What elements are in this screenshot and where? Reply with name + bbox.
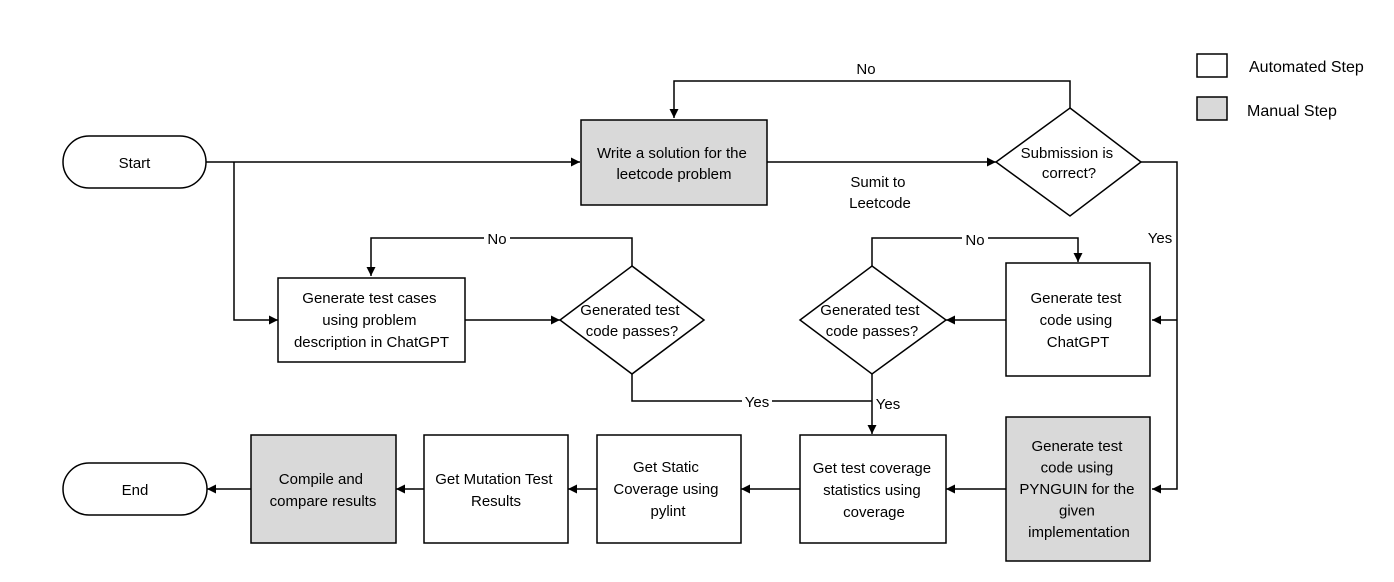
node-submission-correct: Submission is correct? [994,107,1143,217]
edge-labels: No Sumit to Leetcode Yes No No Yes Yes [484,60,1172,413]
label-yes-passes-left: Yes [745,394,769,411]
node-write-solution: Write a solution for the leetcode proble… [580,119,768,206]
node-submission-correct-label: Submission is correct? [1021,145,1118,182]
node-passes-left-label: Generated test code passes? [580,302,683,340]
legend-manual-label: Manual Step [1247,103,1337,120]
automated-step-box [596,434,742,544]
node-gen-code-chatgpt: Generate test code using ChatGPT [1005,262,1151,377]
terminator-start-shape [62,135,207,189]
decision-diamond [994,107,1143,217]
node-gen-cases-chatgpt-label: Generate test cases using problem descri… [294,290,449,351]
automated-step-box [1005,262,1151,377]
nodes: Start End Write a solution for the leetc… [62,107,1151,562]
node-start-label: Start [119,155,152,172]
node-write-solution-label: Write a solution for the leetcode proble… [597,145,751,183]
manual-step-box [580,119,768,206]
manual-step-box [1005,416,1151,562]
node-mutation-label: Get Mutation Test Results [435,471,556,510]
node-coverage: Get test coverage statistics using cover… [799,434,947,544]
label-no-passes-left: No [487,231,506,248]
automated-step-box [277,277,466,363]
node-gen-cases-chatgpt: Generate test cases using problem descri… [277,277,466,363]
node-end-label: End [122,482,149,499]
edge-passes-left-yes-to-coverage [631,374,872,402]
node-static-coverage: Get Static Coverage using pylint [596,434,742,544]
node-gen-code-chatgpt-label: Generate test code using ChatGPT [1030,290,1125,351]
label-submit-line-1: Sumit to [850,174,905,191]
node-end: End [62,462,208,516]
node-passes-right-label: Generated test code passes? [820,302,923,340]
edges [206,80,1178,494]
node-gen-pynguin-label: Generate test code using PYNGUIN for the… [1019,438,1138,541]
edge-start-to-gen-cases [233,162,278,325]
legend-manual-swatch [1196,96,1228,121]
decision-diamond [558,265,706,375]
legend: Automated Step Manual Step [1196,53,1364,121]
label-yes-submission: Yes [1148,230,1172,247]
label-no-passes-right: No [965,232,984,249]
legend-automated-label: Automated Step [1249,59,1364,76]
node-compile: Compile and compare results [250,434,397,544]
edge-submission-no-loop [669,80,1071,118]
label-submit-line-2: Leetcode [849,195,911,212]
node-start: Start [62,135,207,189]
node-passes-left: Generated test code passes? [558,265,706,375]
label-yes-passes-right: Yes [876,396,900,413]
automated-step-box [799,434,947,544]
manual-step-box [250,434,397,544]
node-mutation: Get Mutation Test Results [423,434,569,544]
node-coverage-label: Get test coverage statistics using cover… [813,460,936,521]
automated-step-box [423,434,569,544]
terminator-end-shape [62,462,208,516]
node-passes-right: Generated test code passes? [798,265,948,375]
node-compile-label: Compile and compare results [270,471,377,510]
node-static-coverage-label: Get Static Coverage using pylint [613,459,722,520]
label-submit-to-leetcode: Sumit to Leetcode [849,174,911,212]
decision-diamond [798,265,948,375]
label-no-submission: No [856,61,875,78]
edge-submission-yes-branch [1141,161,1178,494]
node-gen-pynguin: Generate test code using PYNGUIN for the… [1005,416,1151,562]
legend-automated-swatch [1196,53,1228,78]
